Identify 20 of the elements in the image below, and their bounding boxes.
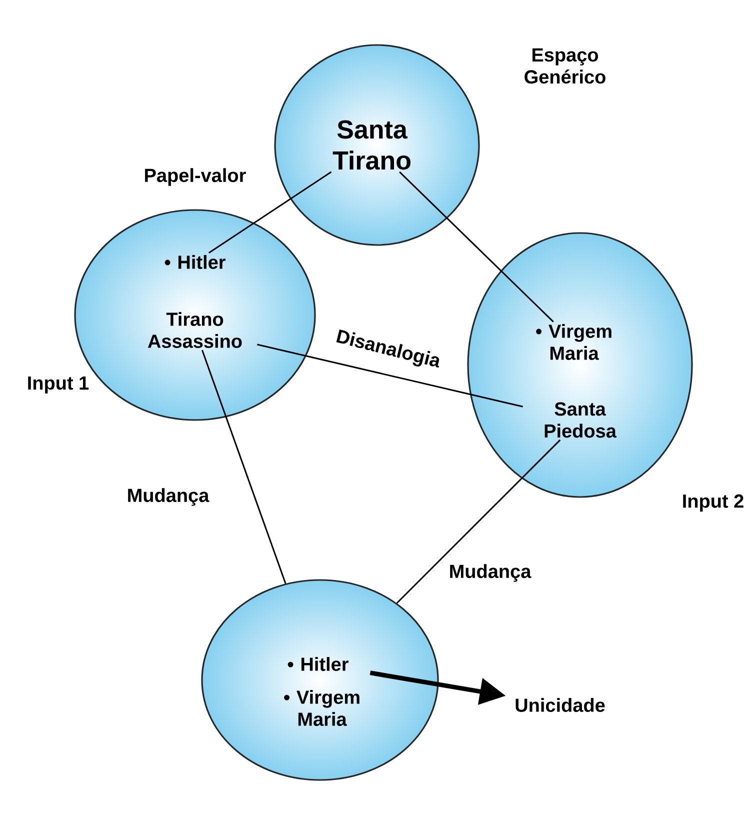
node-text: • Hitler <box>164 255 226 269</box>
connector-line <box>201 350 286 584</box>
circle-heading: Espaço Genérico <box>524 48 606 84</box>
node-text: Unicidade <box>516 698 605 712</box>
input-label: Input 2 <box>683 494 744 512</box>
circle-heading: Papel-valor <box>145 168 246 186</box>
node-text: • Hitler <box>288 657 348 671</box>
circle <box>201 579 439 781</box>
input-label: Input 1 <box>28 376 89 394</box>
node-text: Santa Piedosa <box>544 402 617 438</box>
edge-label: Mudança <box>128 488 210 506</box>
node-text: Santa Tirano <box>332 120 410 170</box>
node-text: Tirano Assassino <box>148 312 242 348</box>
connector-line <box>208 171 332 254</box>
node-text: • Virgem Maria <box>284 690 360 726</box>
connector-line <box>257 344 523 408</box>
node-text: • Virgem Maria <box>536 324 612 360</box>
connector-line <box>396 439 561 604</box>
connector-line <box>399 171 554 322</box>
edge-label: Mudança <box>450 564 532 582</box>
